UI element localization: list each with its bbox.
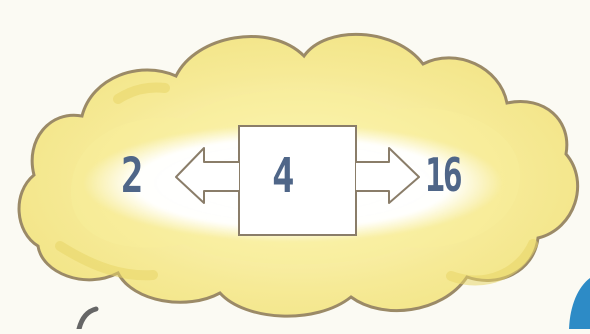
sequence-center-value: 4 [272,152,295,200]
center-box [239,126,356,235]
bottom-right-blue-corner [569,278,590,329]
sequence-left-value: 2 [121,152,144,200]
bottom-left-stroke [79,309,96,329]
sequence-right-value: 16 [425,152,461,198]
